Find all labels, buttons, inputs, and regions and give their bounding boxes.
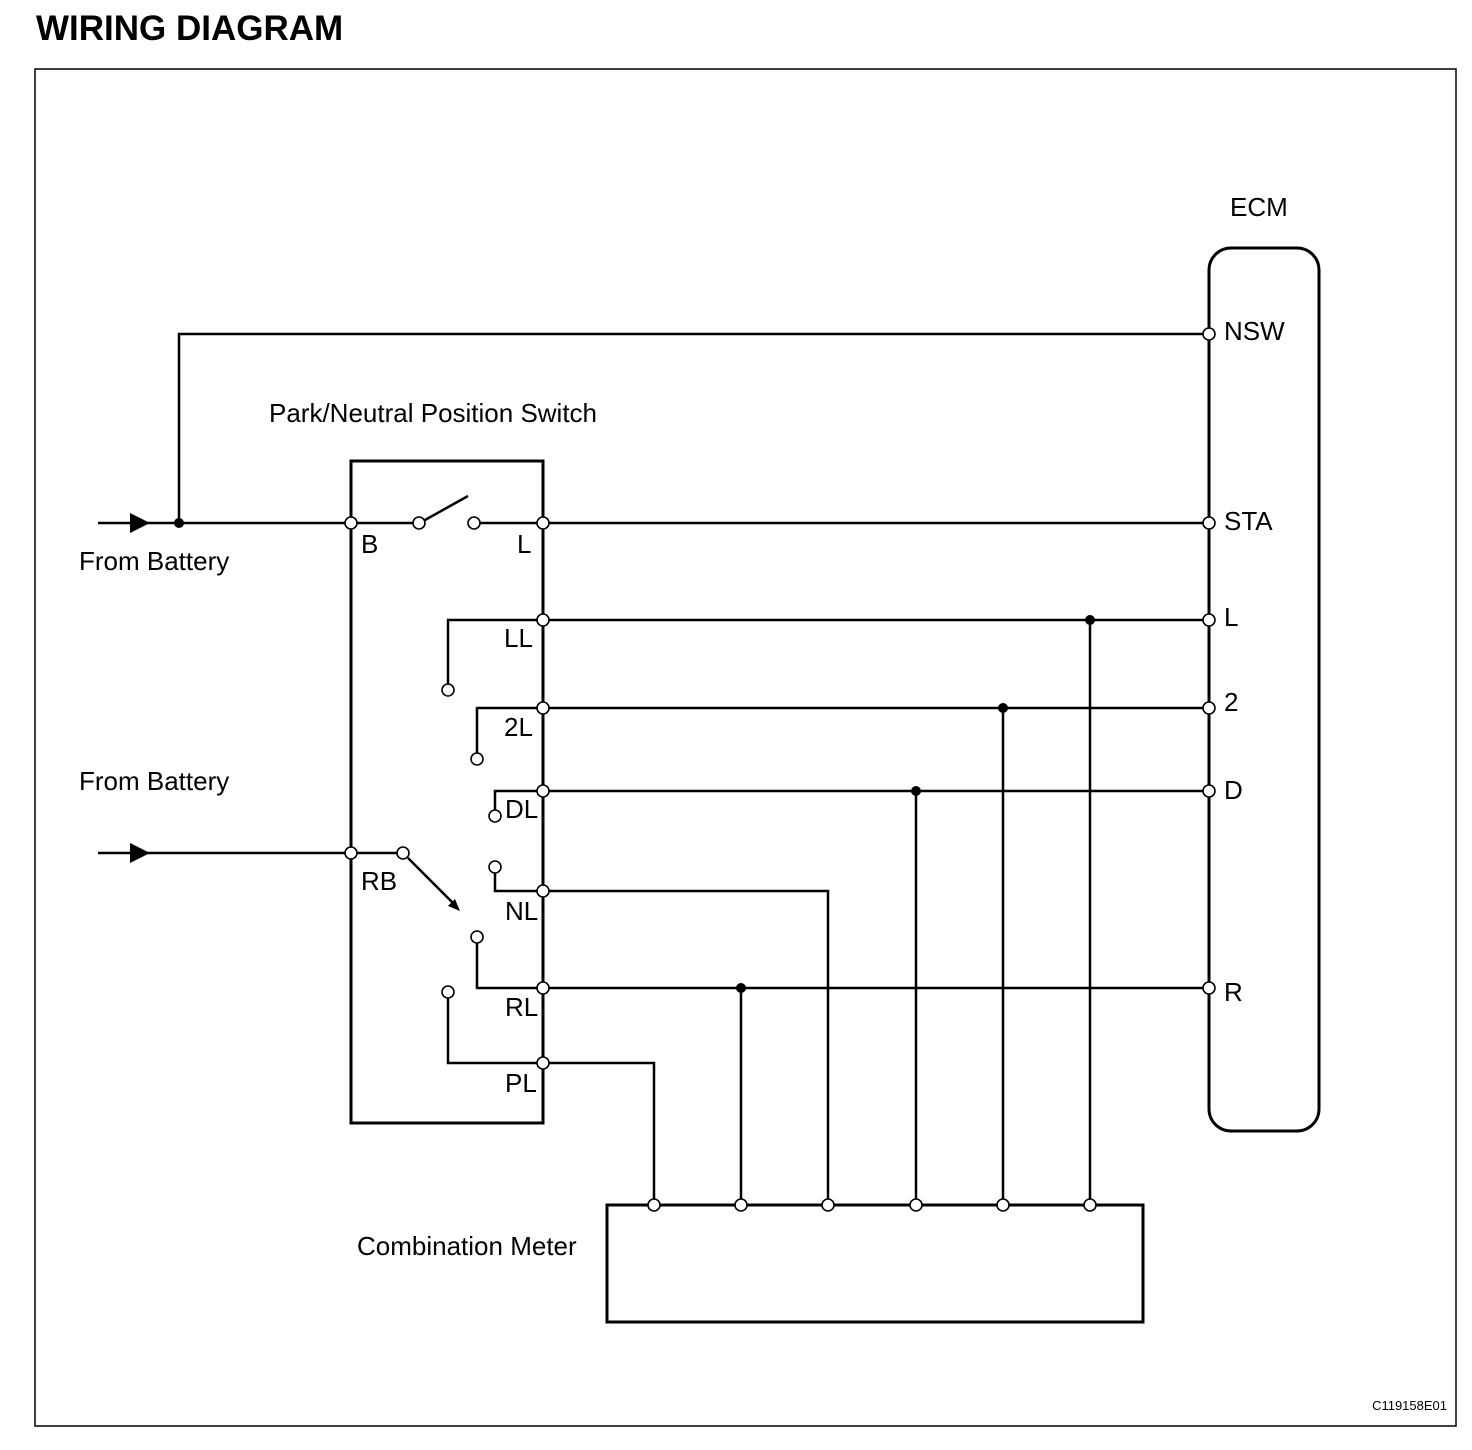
switch-pin-ll: LL — [504, 623, 533, 653]
switch-blade-b — [424, 494, 469, 522]
contact-pl — [446, 998, 543, 1065]
ecm-pin-sta: STA — [1224, 506, 1273, 536]
junction — [911, 786, 921, 796]
contact-nl — [493, 873, 543, 893]
meter-terminals — [647, 1198, 1097, 1212]
switch-pin-rb: RB — [361, 866, 397, 896]
switch-pin-pl: PL — [505, 1068, 537, 1098]
contact-2l — [475, 706, 543, 753]
ecm-terminals — [1202, 327, 1216, 995]
selector-arrow-icon — [448, 899, 460, 911]
combination-meter-label: Combination Meter — [357, 1231, 577, 1261]
contact-dl — [493, 789, 543, 810]
battery-feed-top: From Battery — [79, 513, 351, 576]
ecm-pin-d: D — [1224, 775, 1243, 805]
ecm-pin-2: 2 — [1224, 687, 1238, 717]
wire-nsw — [177, 332, 1209, 523]
figure-code: C119158E01 — [1372, 1398, 1447, 1413]
junction — [736, 983, 746, 993]
junction — [174, 518, 184, 528]
switch-pin-dl: DL — [505, 794, 538, 824]
switch-pin-rl: RL — [505, 992, 538, 1022]
ecm-pin-l: L — [1224, 602, 1238, 632]
switch-terminals — [344, 516, 550, 1070]
arrow-right-icon — [130, 513, 150, 533]
wire-nl-meter — [543, 889, 830, 1205]
junction — [998, 703, 1008, 713]
contact-ll — [446, 618, 543, 684]
selector-blade — [407, 857, 457, 907]
ecm-pin-r: R — [1224, 977, 1243, 1007]
ecm-box — [1207, 246, 1321, 1133]
battery-feed-bottom: From Battery — [79, 766, 351, 863]
switch-pin-l: L — [517, 529, 531, 559]
combination-meter-box — [605, 1203, 1145, 1324]
switch-pin-b: B — [361, 529, 378, 559]
from-battery-label-top: From Battery — [79, 546, 229, 576]
from-battery-label-bottom: From Battery — [79, 766, 229, 796]
ecm-label: ECM — [1230, 192, 1288, 222]
switch-pin-2l: 2L — [504, 712, 533, 742]
wire-pl-meter — [543, 1061, 656, 1205]
contact-rl — [475, 943, 543, 990]
pn-switch-label: Park/Neutral Position Switch — [269, 398, 597, 428]
junction — [1085, 615, 1095, 625]
ecm-pin-nsw: NSW — [1224, 316, 1285, 346]
switch-pin-nl: NL — [505, 896, 538, 926]
arrow-right-icon — [130, 843, 150, 863]
diagram-title: WIRING DIAGRAM — [36, 9, 343, 48]
diagram-frame — [34, 68, 1457, 1427]
